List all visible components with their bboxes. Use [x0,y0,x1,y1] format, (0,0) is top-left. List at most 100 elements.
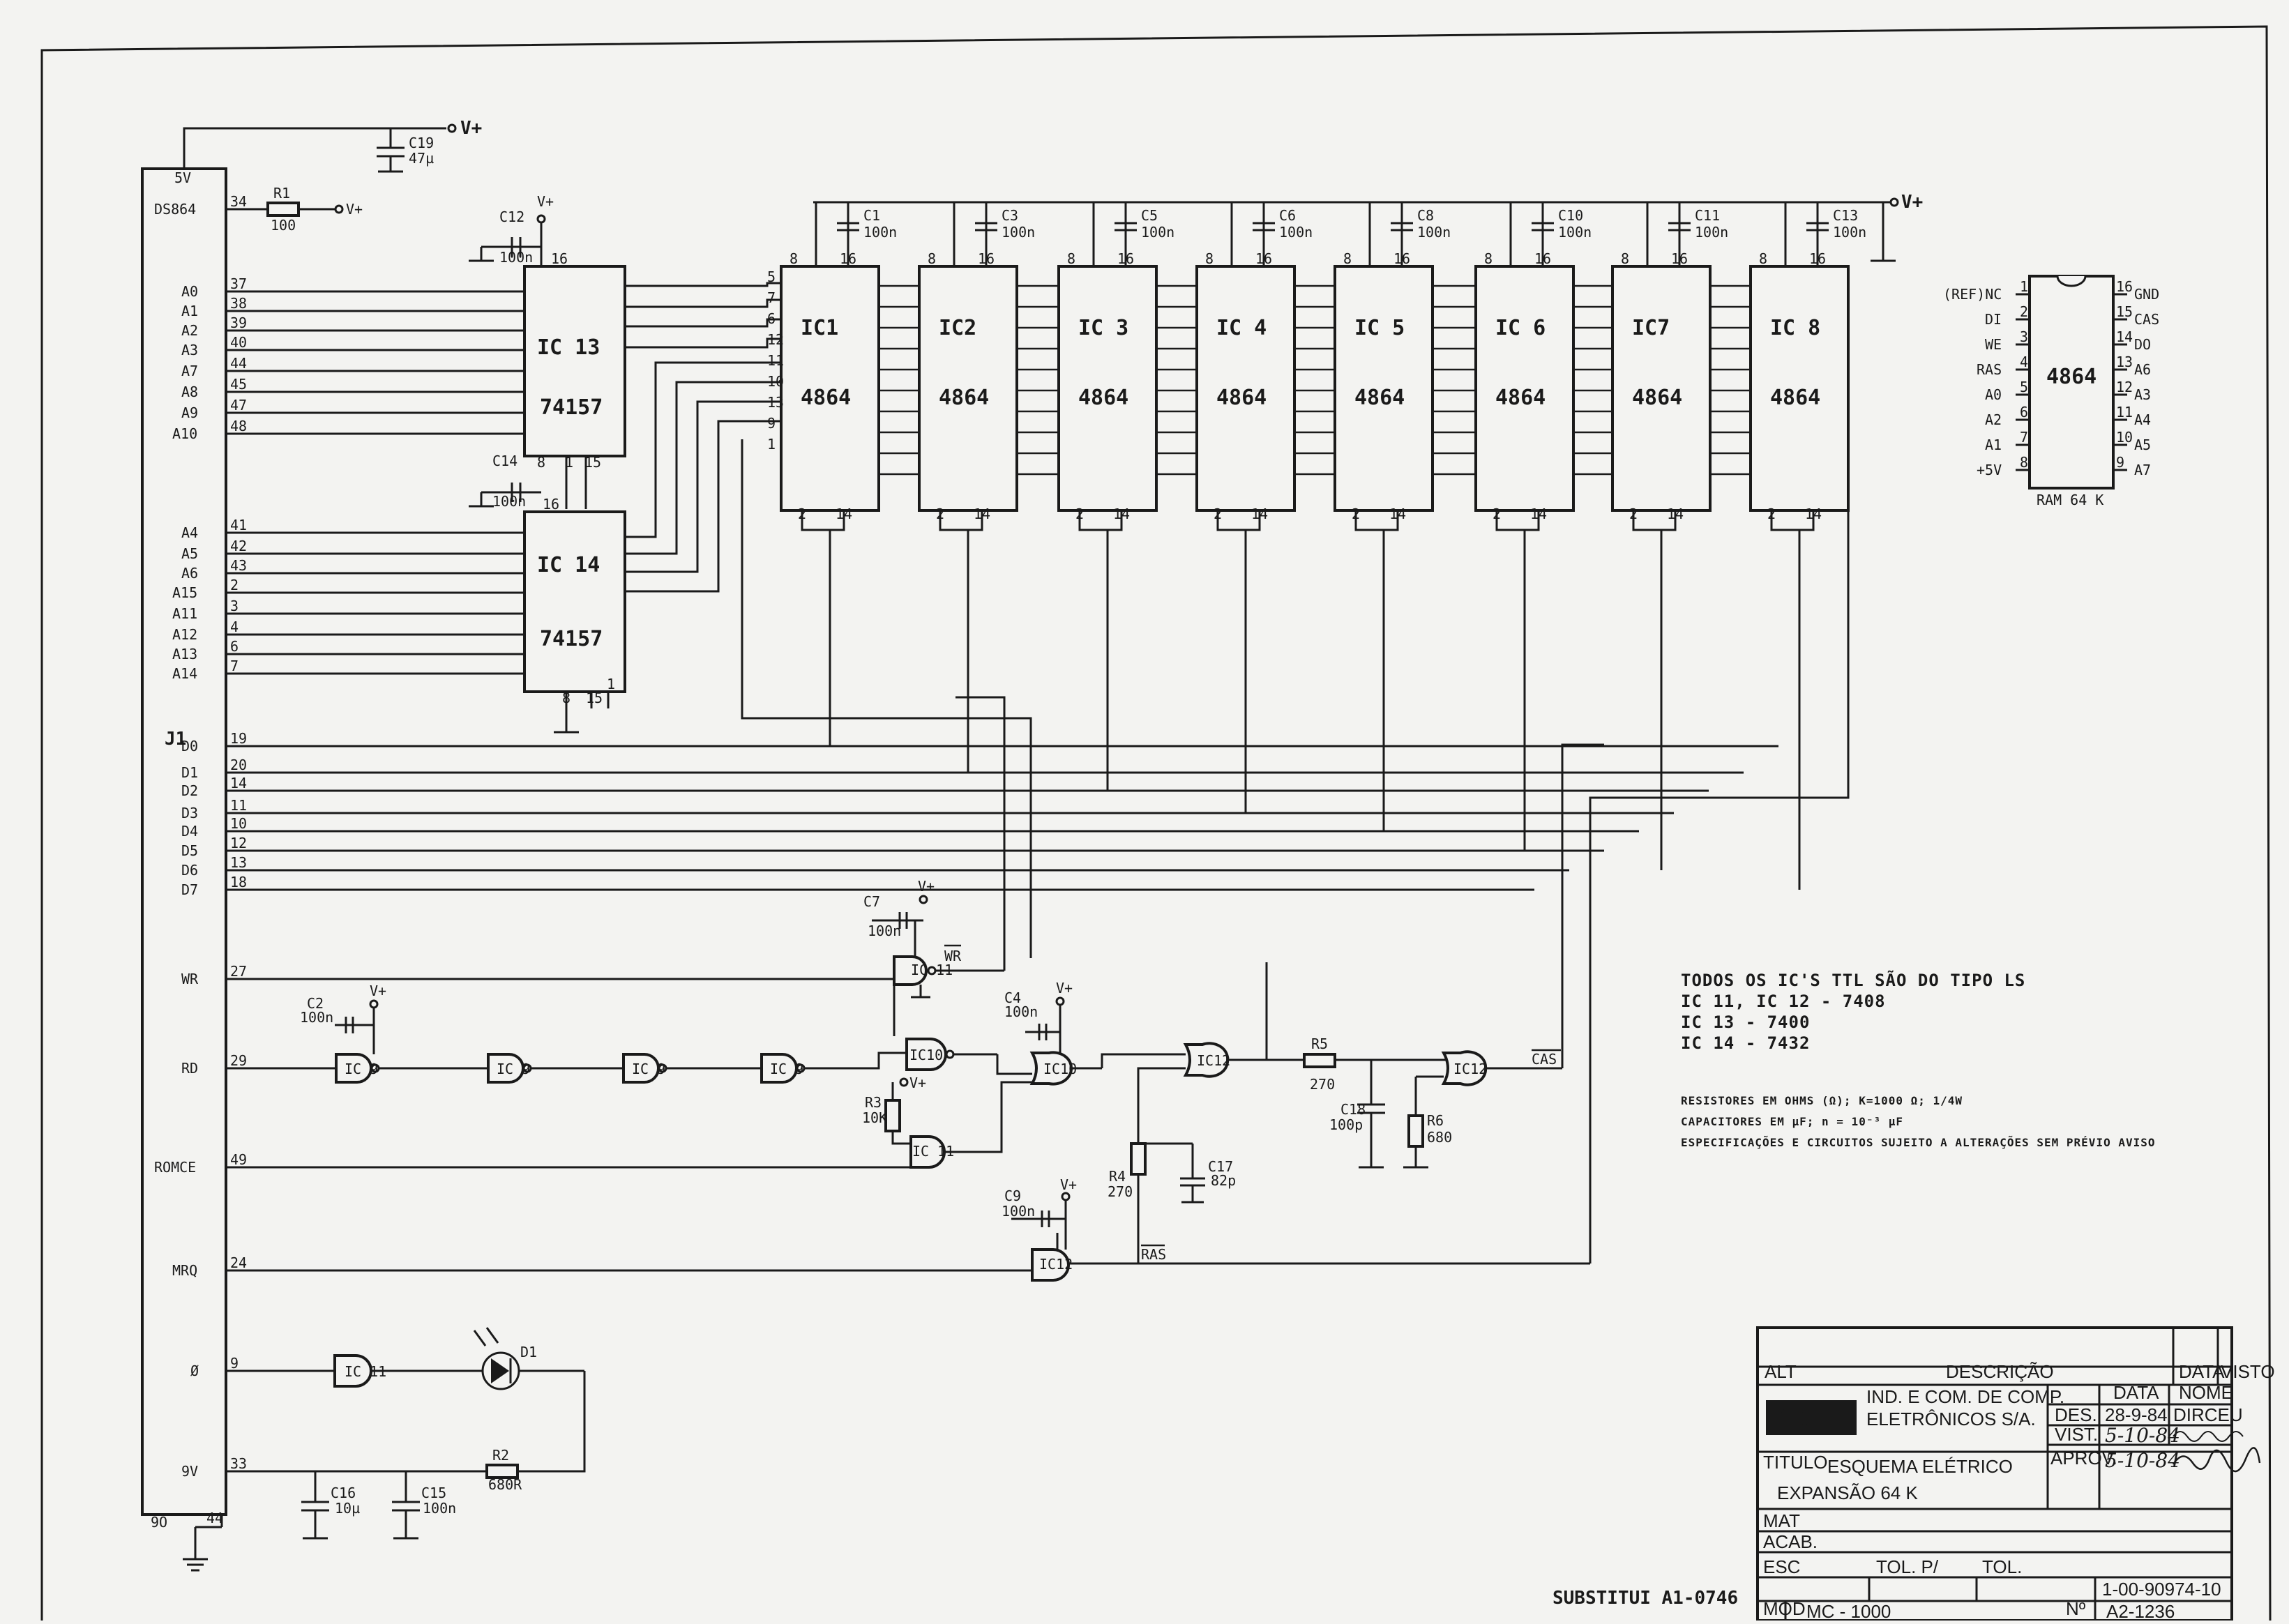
connector-top-label: 5V [174,169,191,186]
c19-label: C19 [409,135,434,151]
ic12-gate-1-label: IC12 [1197,1052,1230,1069]
c14-label: C14 [492,453,518,469]
ram-cap-value: 100n [1141,224,1174,241]
c18-value: 100p [1329,1116,1363,1133]
c2-value: 100n [300,1009,333,1026]
j1-pin-13: 3 [230,598,239,614]
note-line-3: IC 14 - 7432 [1681,1033,1810,1053]
j1-signal-16: A14 [172,665,197,682]
j1-pin-3: 39 [230,314,247,331]
vplus-label: V+ [1901,192,1923,213]
title-block: ALT DESCRIÇÃO DATA VISTO CCE IND. E COM.… [1756,1326,2275,1622]
svg-text:8: 8 [928,250,936,267]
j1-signal-21: D4 [181,823,198,840]
j1-pin-20: 11 [230,797,247,814]
ram-name: IC 3 [1078,316,1128,340]
note-line-1: IC 11, IC 12 - 7408 [1681,992,1886,1011]
c4-label: C4 [1004,989,1021,1006]
svg-text:13: 13 [2116,354,2133,370]
svg-text:2: 2 [2020,303,2028,320]
j1-pin-16: 7 [230,658,239,674]
j1-pin-26: 29 [230,1052,247,1069]
c7-value: 100n [868,923,901,939]
ram-cap: C5 [1141,207,1158,224]
resistor-r1: V+ R1 100 [226,185,363,234]
j1-signal-29: Ø [190,1363,199,1379]
svg-text:DO: DO [2134,336,2151,353]
vplus-label: V+ [1060,1176,1077,1193]
tb-tol: TOL. [1982,1556,2022,1577]
svg-text:9: 9 [767,415,776,432]
j1-signal-27: ROMCE [154,1159,196,1176]
j1-pin-28: 24 [230,1254,247,1271]
control-logic: IC 11 WR V+ C7 100n IC 9 IC 9 IC 9 IC [226,460,1850,1540]
j1-signal-5: A7 [181,363,198,379]
c9-value: 100n [1002,1203,1035,1220]
ram-part: 4864 [1354,386,1405,410]
svg-text:A0: A0 [1985,386,2002,403]
pinout-caption: RAM 64 K [2037,492,2103,508]
tb-nome-head: NOME [2179,1382,2233,1403]
aprov-signature [2172,1447,2261,1473]
mux-ic14: IC 14 74157 16 C14 100n 8 15 1 [469,453,626,734]
tb-title-2: EXPANSÃO 64 K [1777,1482,1918,1503]
j1-signal-11: A6 [181,565,198,582]
tb-des-name: DIRCEU [2173,1404,2243,1425]
r2-label: R2 [492,1447,509,1464]
j1-signal-23: D6 [181,862,198,879]
tb-company-1: IND. E COM. DE COMP. [1866,1386,2064,1407]
tb-data: DATA [2179,1361,2225,1382]
tb-titulo: TITULO [1763,1452,1827,1473]
vplus-label: V+ [1056,980,1073,996]
svg-text:A4: A4 [2134,411,2151,428]
svg-text:6: 6 [767,310,776,327]
j1-pin-17: 19 [230,730,247,747]
ram-name: IC 8 [1770,316,1820,340]
svg-text:16: 16 [543,496,559,513]
tb-title-1: ESQUEMA ELÉTRICO [1827,1456,2013,1477]
r3-label: R3 [865,1094,882,1111]
svg-text:A3: A3 [2134,386,2151,403]
j1-pin-27: 49 [230,1151,247,1168]
vplus-label: V+ [918,878,935,895]
ic12-ras-label: IC12 [1039,1256,1073,1273]
ram-name: IC7 [1632,316,1670,340]
note-small-1: CAPACITORES EM µF; n = 10⁻³ µF [1681,1115,1903,1128]
tb-company-2: ELETRÔNICOS S/A. [1866,1409,2036,1429]
connector-bottom-pin: 44 [206,1510,223,1526]
c19-value: 47µ [409,150,434,167]
j1-pin-11: 43 [230,557,247,574]
tb-code: 1-00-90974-10 [2102,1579,2221,1600]
ram-part: 4864 [1078,386,1128,410]
svg-text:8: 8 [1621,250,1629,267]
j1-signal-17: D0 [181,738,198,754]
ram-cap-value: 100n [1833,224,1866,241]
ram-cap: C11 [1695,207,1720,224]
svg-text:+5V: +5V [1977,462,2002,478]
r2-value: 680R [488,1476,522,1493]
j1-pin-30: 33 [230,1455,247,1472]
svg-text:GND: GND [2134,286,2159,303]
cce-logo-text: CCE [1778,1404,1827,1434]
j1-pin-19: 14 [230,775,247,791]
j1-pin-21: 10 [230,815,247,832]
j1-signal-10: A5 [181,545,198,562]
c4-value: 100n [1004,1003,1038,1020]
j1-pin-5: 44 [230,355,247,372]
tb-mod: MOD [1763,1598,1806,1619]
svg-text:4: 4 [2020,354,2028,370]
vplus-label: V+ [537,193,554,210]
ic9-gate-3-label: IC 9 [632,1061,665,1077]
tb-esc: ESC [1763,1556,1800,1577]
ram-cap-value: 100n [1002,224,1035,241]
j1-signal-2: A1 [181,303,198,319]
ram-cap-value: 100n [1279,224,1313,241]
j1-signal-7: A9 [181,404,198,421]
svg-text:11: 11 [2116,404,2133,420]
